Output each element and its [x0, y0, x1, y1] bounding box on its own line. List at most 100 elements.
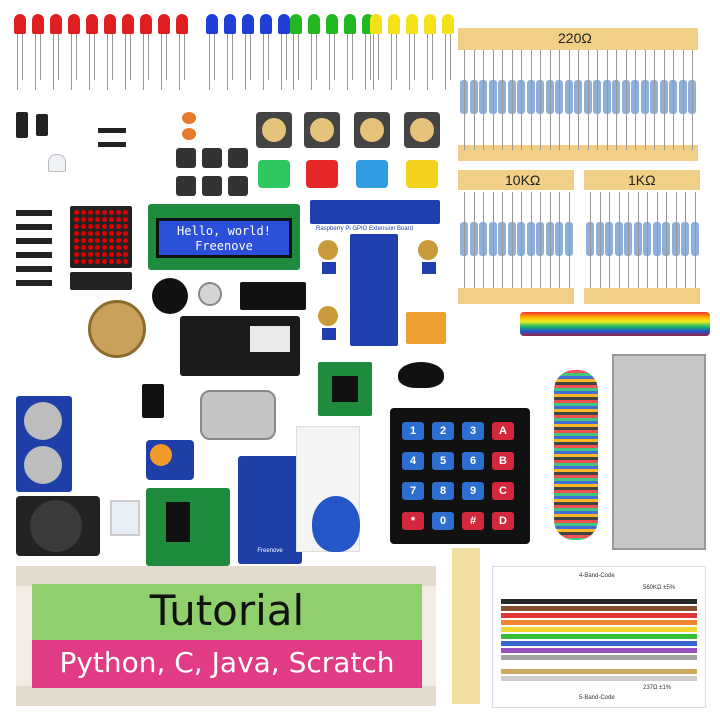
led-icon: [14, 14, 26, 34]
matrix-dot: [95, 231, 100, 236]
matrix-dot: [88, 245, 93, 250]
matrix-dot: [116, 224, 121, 229]
matrix-dot: [116, 217, 121, 222]
resistor-strip-1k-bottom: [584, 288, 700, 304]
matrix-dot: [74, 245, 79, 250]
card-bottom-example: 237Ω ±1%: [643, 685, 672, 691]
battery-clip: [398, 362, 444, 388]
matrix-dot: [102, 217, 107, 222]
keypad-key[interactable]: 3: [462, 422, 484, 440]
led-matrix: [70, 206, 132, 268]
keypad-key[interactable]: 4: [402, 452, 424, 470]
matrix-dot: [102, 231, 107, 236]
matrix-dot: [102, 252, 107, 257]
led-icon: [370, 14, 382, 34]
led-icon: [68, 14, 80, 34]
matrix-dot: [81, 238, 86, 243]
keypad-key[interactable]: 6: [462, 452, 484, 470]
matrix-dot: [74, 217, 79, 222]
matrix-dot: [109, 217, 114, 222]
keypad-key[interactable]: *: [402, 512, 424, 530]
diode-icon: [98, 128, 126, 133]
matrix-dot: [88, 224, 93, 229]
matrix-dot: [81, 217, 86, 222]
ceramic-capacitor-icon: [182, 128, 196, 140]
lcd-screen: Hello, world! Freenove: [156, 218, 292, 258]
matrix-dot: [116, 245, 121, 250]
matrix-dot: [81, 245, 86, 250]
led-icon: [326, 14, 338, 34]
matrix-dot: [102, 238, 107, 243]
buzzer-icon: [152, 278, 188, 314]
keypad-key[interactable]: #: [462, 512, 484, 530]
gpio-extension-board: Raspberry Pi GPIO Extension Board: [310, 200, 440, 348]
led-icon: [122, 14, 134, 34]
led-row: [14, 14, 454, 104]
led-icon: [32, 14, 44, 34]
keypad-key[interactable]: 0: [432, 512, 454, 530]
card-top-example: 560KΩ ±5%: [643, 585, 676, 591]
led-icon: [50, 14, 62, 34]
color-row: [501, 599, 697, 604]
card-top-label: 4-Band-Code: [579, 573, 615, 579]
servo-motor: [146, 440, 194, 480]
matrix-dot: [88, 231, 93, 236]
resistor-strip-10k: [458, 170, 574, 190]
led-icon: [104, 14, 116, 34]
matrix-dot: [74, 252, 79, 257]
keypad-key[interactable]: 5: [432, 452, 454, 470]
keypad-key[interactable]: 8: [432, 482, 454, 500]
matrix-dot: [109, 259, 114, 264]
jumper-wires: [544, 360, 610, 550]
resistor-label-10k: 10KΩ: [505, 172, 541, 188]
keypad-key[interactable]: 7: [402, 482, 424, 500]
led-icon: [140, 14, 152, 34]
matrix-dot: [116, 252, 121, 257]
led-icon: [344, 14, 356, 34]
matrix-dot: [95, 259, 100, 264]
color-row: [501, 662, 697, 667]
matrix-dot: [102, 210, 107, 215]
matrix-dot: [123, 231, 128, 236]
keypad-key[interactable]: C: [492, 482, 514, 500]
matrix-dot: [74, 231, 79, 236]
matrix-dot: [123, 245, 128, 250]
ultrasonic-sensor: [16, 396, 72, 492]
keypad-key[interactable]: B: [492, 452, 514, 470]
color-row: [501, 627, 697, 632]
power-module: [180, 316, 300, 376]
matrix-dot: [88, 259, 93, 264]
color-row: [501, 648, 697, 653]
matrix-dot: [102, 259, 107, 264]
keypad-key[interactable]: D: [492, 512, 514, 530]
color-row: [501, 620, 697, 625]
potentiometer-icon: [418, 240, 440, 276]
lcd-line-1: Hello, world!: [177, 224, 271, 238]
led-bar-graph: [70, 272, 132, 290]
color-row: [501, 655, 697, 660]
led-icon: [278, 14, 290, 34]
capacitor-icon: [16, 112, 28, 138]
keypad-key[interactable]: 2: [432, 422, 454, 440]
led-icon: [406, 14, 418, 34]
resistor-label-1k: 1KΩ: [628, 172, 656, 188]
matrix-dot: [74, 238, 79, 243]
big-buttons: [256, 112, 446, 202]
led-icon: [308, 14, 320, 34]
matrix-dot: [95, 238, 100, 243]
matrix-dot: [88, 252, 93, 257]
lcd-line-2: Freenove: [195, 239, 253, 253]
keypad-key[interactable]: 9: [462, 482, 484, 500]
resistor-label-220: 220Ω: [558, 30, 592, 46]
keypad-key[interactable]: A: [492, 422, 514, 440]
matrix-dot: [95, 252, 100, 257]
matrix-dot: [95, 245, 100, 250]
led-icon: [176, 14, 188, 34]
led-icon: [290, 14, 302, 34]
ribbon-cable: [612, 354, 706, 550]
matrix-dot: [102, 245, 107, 250]
driver-board: [146, 488, 230, 566]
rfid-keyfob: [312, 496, 360, 552]
resistor-strip-220-bottom: [458, 145, 698, 161]
keypad-key[interactable]: 1: [402, 422, 424, 440]
